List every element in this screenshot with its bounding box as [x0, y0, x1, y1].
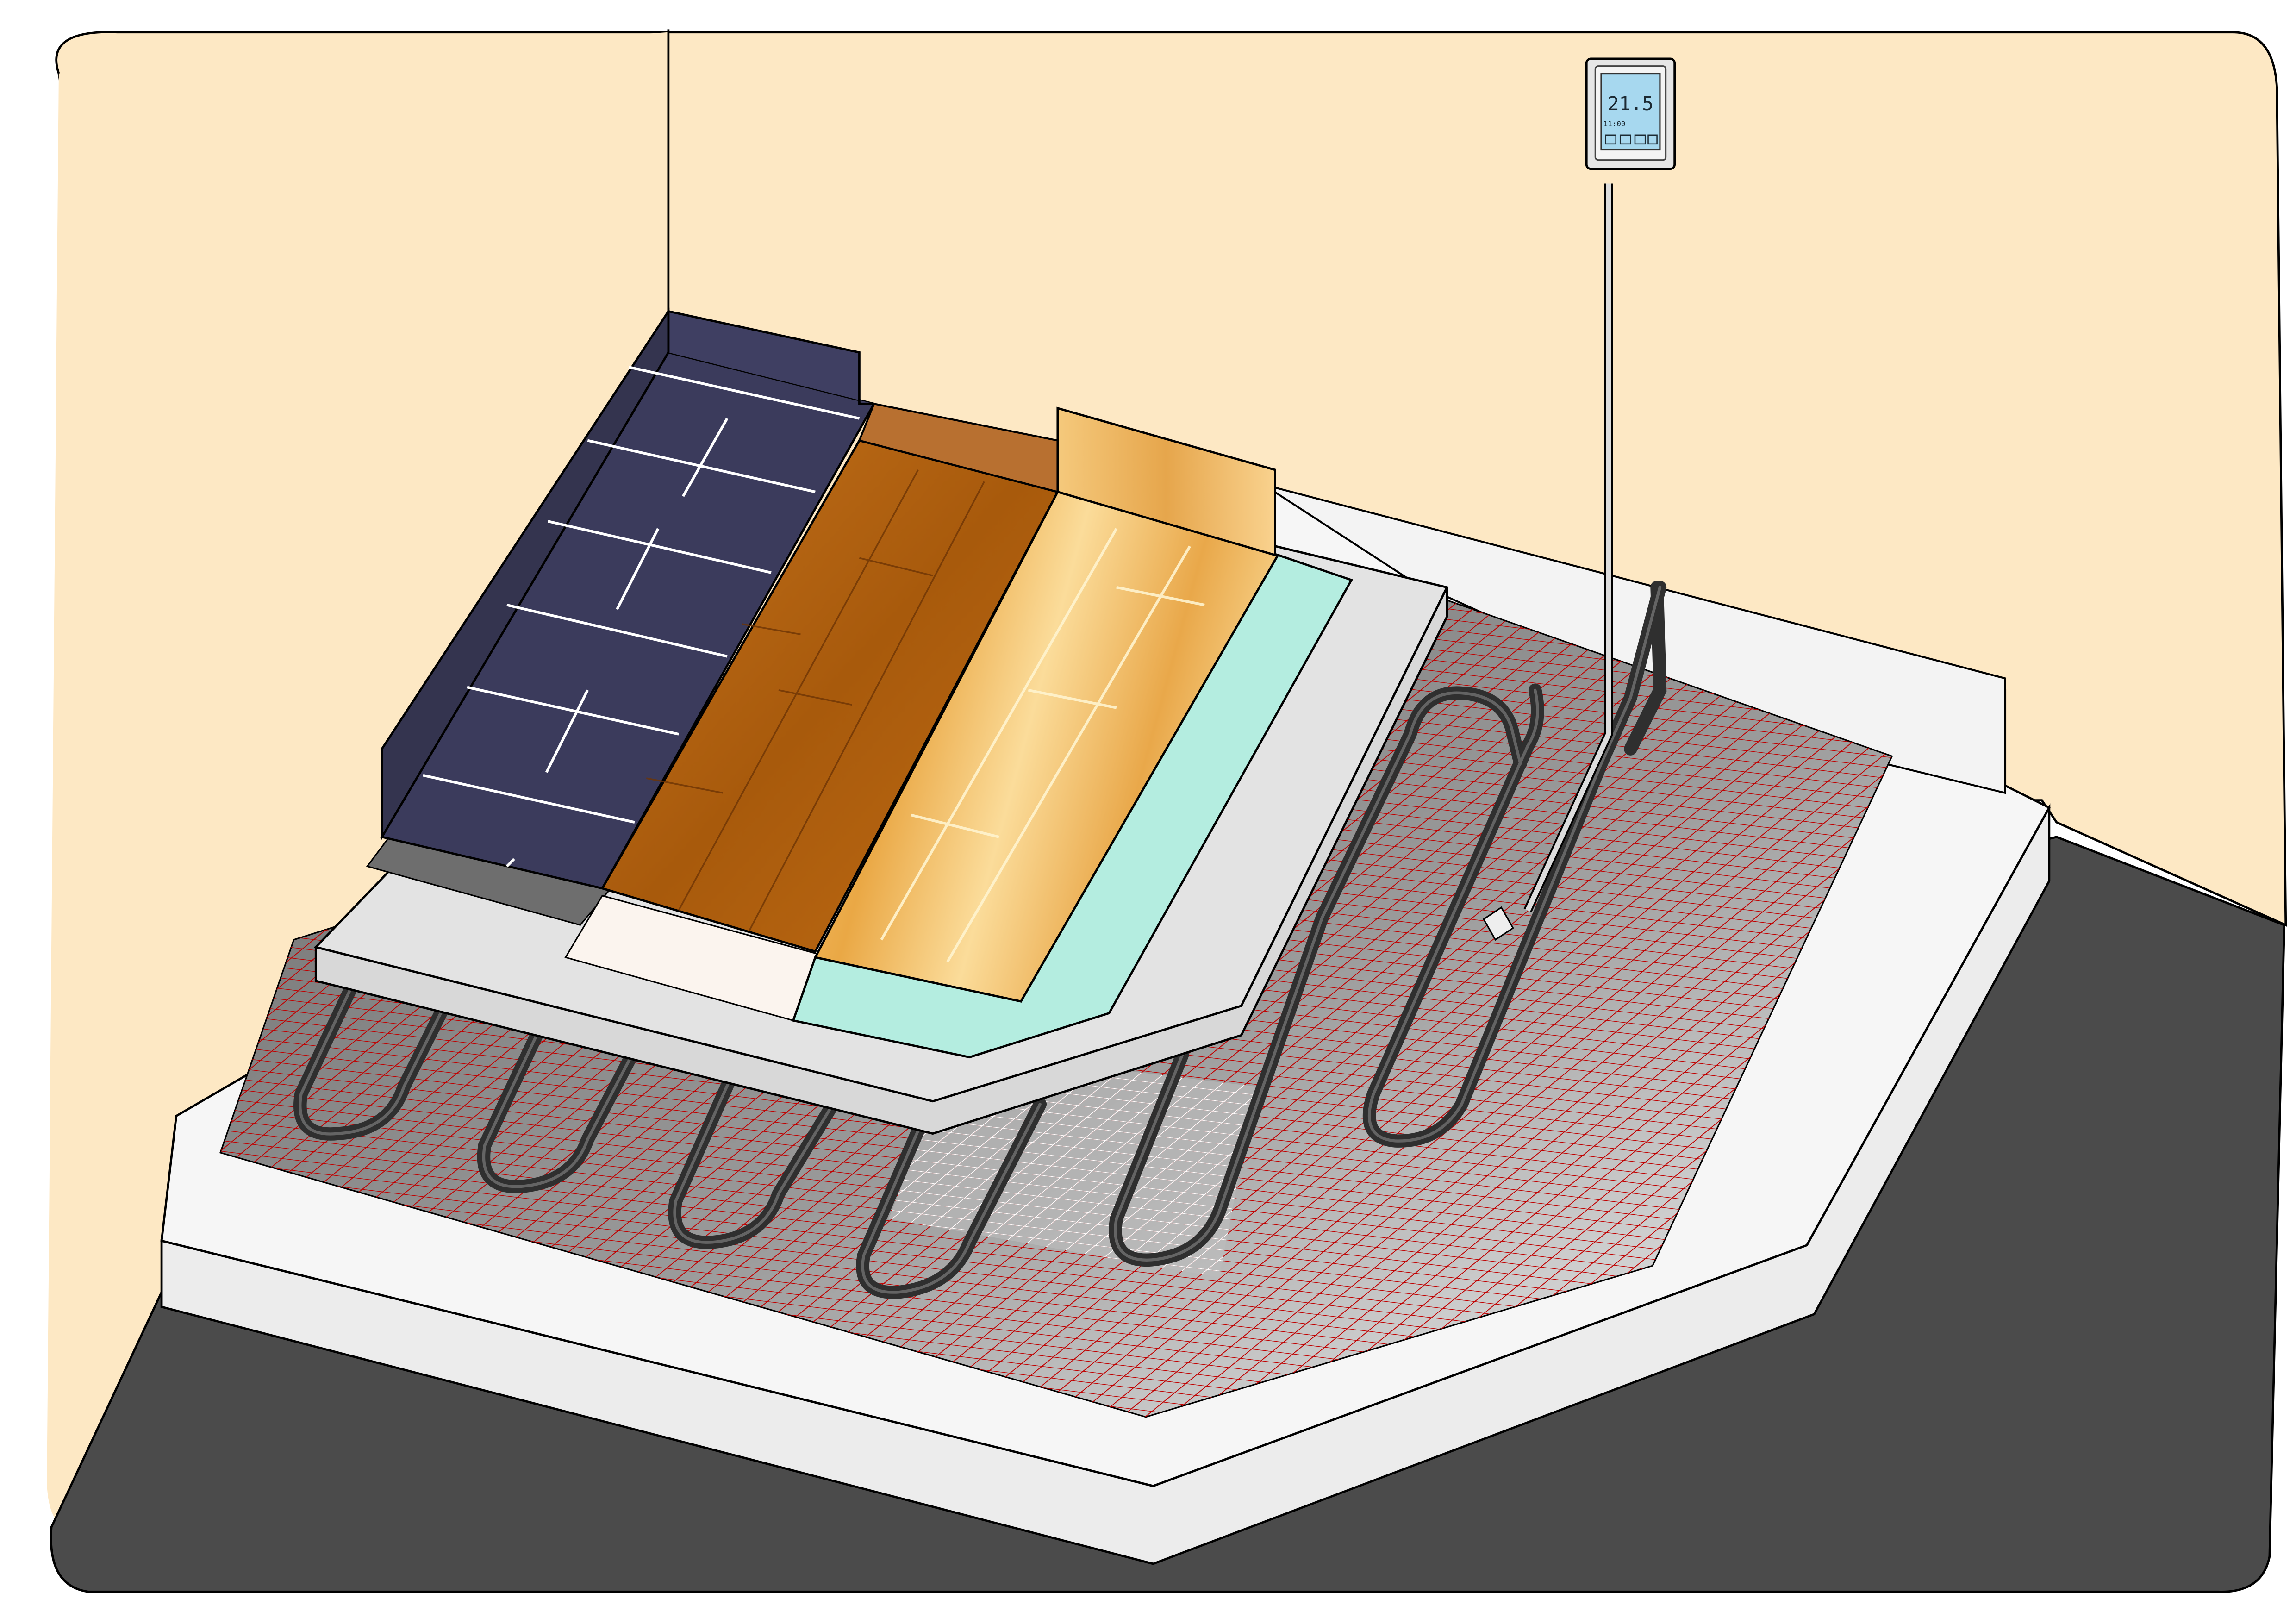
thermostat-icon: 21.5 11:00	[1585, 57, 1676, 170]
thermostat-small-label: 11:00	[1603, 119, 1626, 128]
heating-cable-highlight	[299, 586, 1662, 1294]
temperature-sensor-icon	[1483, 183, 1613, 941]
thermostat-temperature: 21.5	[1608, 93, 1653, 115]
thermostat-buttons	[1605, 134, 1658, 145]
light-wood-floor-section	[813, 406, 1280, 1003]
tile-floor-section	[380, 307, 876, 890]
thermostat-screen	[1600, 73, 1661, 151]
underlay-sheet	[792, 554, 1353, 1059]
